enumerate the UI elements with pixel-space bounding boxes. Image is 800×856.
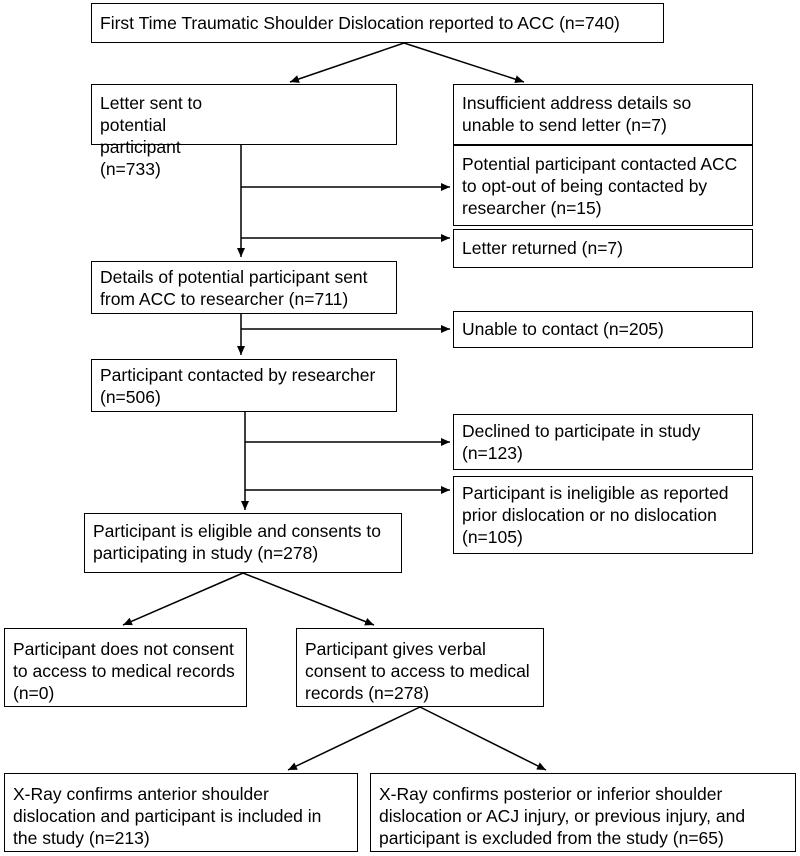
box-first-time-dislocation: First Time Traumatic Shoulder Dislocatio… <box>91 3 664 43</box>
box-letter-returned: Letter returned (n=7) <box>453 229 753 268</box>
arrow-to-xray-included <box>287 706 421 771</box>
arrow-to-insufficient-address <box>403 42 525 84</box>
arrow-to-xray-excluded <box>419 706 547 771</box>
arrow-to-no-consent <box>122 572 244 626</box>
box-letter-sent: Letter sent to potential participant (n=… <box>91 84 397 179</box>
box-xray-excluded: X-Ray confirms posterior or inferior sho… <box>370 773 796 852</box>
box-verbal-consent: Participant gives verbal consent to acce… <box>296 628 544 707</box>
box-contacted-by-researcher: Participant contacted by researcher (n=5… <box>91 359 397 412</box>
box-xray-included: X-Ray confirms anterior shoulder disloca… <box>4 773 358 852</box>
box-eligible-consents: Participant is eligible and consents to … <box>84 513 402 573</box>
box-opt-out: Potential participant contacted ACC to o… <box>453 145 753 226</box>
box-no-medical-consent: Participant does not consent to access t… <box>4 628 247 707</box>
arrow-to-letter-sent <box>289 42 405 83</box>
box-details-sent: Details of potential participant sent fr… <box>91 261 397 314</box>
arrow-to-verbal-consent <box>242 572 375 626</box>
box-insufficient-address: Insufficient address details so unable t… <box>453 84 753 145</box>
box-ineligible: Participant is ineligible as reported pr… <box>453 476 753 554</box>
box-declined: Declined to participate in study (n=123) <box>453 414 753 470</box>
box-unable-to-contact: Unable to contact (n=205) <box>453 311 753 348</box>
